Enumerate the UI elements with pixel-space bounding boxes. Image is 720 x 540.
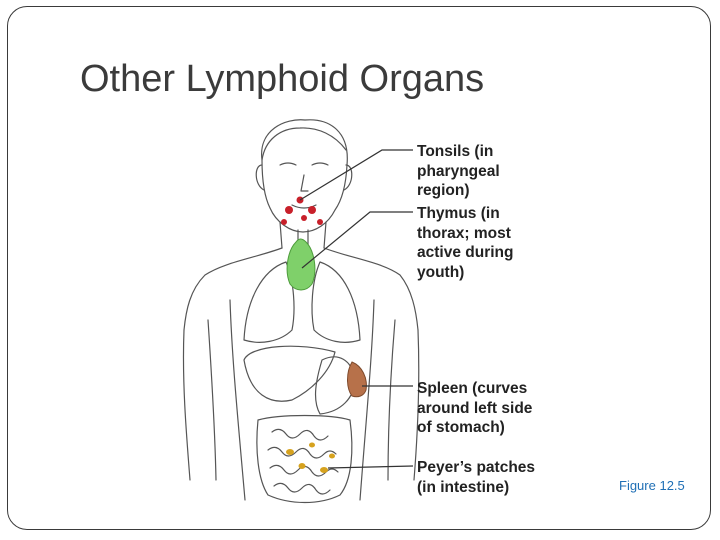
label-thymus-line-3: active during (417, 244, 514, 261)
mouth (291, 204, 317, 209)
left-ear (255, 164, 265, 191)
leader-peyers (327, 465, 414, 469)
figure-reference: Figure 12.5 (619, 478, 685, 493)
slide-frame (7, 6, 711, 530)
torso-outline (183, 247, 419, 331)
neck-outline (279, 221, 327, 249)
right-ear (343, 164, 353, 191)
label-peyers-line-1: Peyer’s patches (417, 459, 536, 476)
left-lung (243, 261, 295, 343)
thymus (286, 238, 316, 291)
label-thymus-line-2: thorax; most (417, 224, 511, 242)
large-intestine (256, 414, 353, 504)
label-tonsils-line-1: Tonsils (in (417, 143, 494, 160)
slide-title: Other Lymphoid Organs (80, 58, 485, 100)
leader-tonsils (299, 149, 413, 201)
label-peyers-line-2: (in intestine) (417, 478, 510, 496)
label-spleen-line-3: of stomach) (417, 419, 505, 436)
spleen (347, 361, 367, 398)
liver (243, 345, 336, 402)
right-arm (387, 319, 420, 481)
nose (300, 174, 309, 192)
small-intestine-coils (267, 428, 339, 495)
label-tonsils: Tonsils (in pharyngeal region) (417, 142, 500, 201)
label-peyers-patches: Peyer’s patches (in intestine) (417, 458, 535, 497)
leader-thymus (301, 211, 413, 269)
eyebrows (279, 162, 329, 166)
torso-sides (229, 299, 375, 501)
hair-outline (261, 127, 347, 161)
right-lung (311, 261, 361, 343)
label-thymus: Thymus (in thorax; most active during yo… (417, 204, 513, 282)
label-spleen: Spleen (curves around left side of stoma… (417, 379, 532, 438)
stomach (314, 356, 355, 415)
head-outline (261, 119, 348, 233)
label-thymus-line-1: Thymus (in (417, 205, 500, 222)
label-tonsils-line-2: pharyngeal (417, 162, 500, 180)
peyers-patches (286, 442, 335, 473)
label-spleen-line-1: Spleen (curves (417, 380, 528, 397)
label-thymus-line-4: youth) (417, 263, 465, 281)
left-arm (182, 319, 217, 481)
label-spleen-line-2: around left side (417, 399, 533, 417)
label-tonsils-line-3: region) (417, 182, 470, 199)
tonsils (281, 196, 323, 225)
